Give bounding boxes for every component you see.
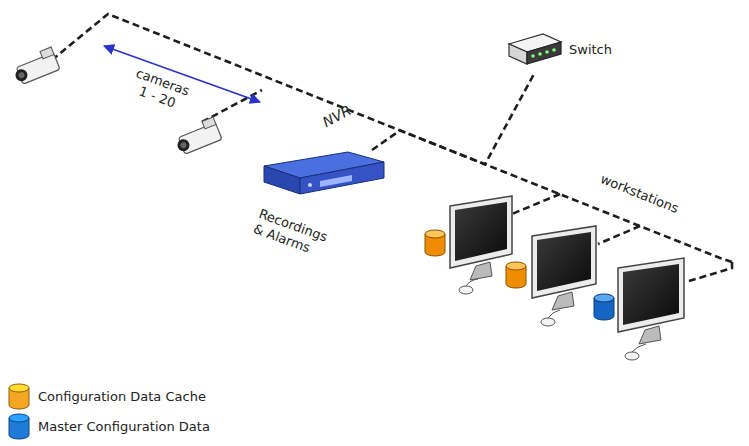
switch-shape bbox=[505, 30, 563, 74]
master-cylinder bbox=[594, 294, 614, 320]
camera-icon bbox=[172, 117, 222, 156]
network-bus bbox=[52, 14, 732, 262]
workstation-monitor bbox=[618, 258, 684, 360]
nvr-device: NVRRecordings & Alarms bbox=[262, 150, 386, 196]
cache-cylinder bbox=[425, 230, 445, 256]
legend-swatch bbox=[8, 383, 30, 411]
device-label: NVR bbox=[320, 102, 354, 131]
group-label: workstations bbox=[598, 171, 681, 217]
camera-icon bbox=[10, 47, 60, 86]
legend-swatch bbox=[8, 413, 30, 441]
camera-cable bbox=[202, 90, 262, 122]
network-switch: Switch bbox=[505, 30, 563, 74]
workstation-cable bbox=[598, 226, 640, 244]
legend-text: Master Configuration Data bbox=[38, 419, 210, 435]
device-label: Switch bbox=[569, 42, 612, 58]
network-cable bbox=[52, 14, 732, 282]
workstation-cable bbox=[512, 194, 560, 214]
network-link bbox=[372, 74, 534, 164]
camera-range-label: cameras 1 - 20 bbox=[125, 64, 196, 115]
legend-text: Configuration Data Cache bbox=[38, 389, 206, 405]
workstation-monitor bbox=[532, 226, 596, 326]
device-note: Recordings & Alarms bbox=[251, 206, 342, 265]
nvr-shape bbox=[262, 150, 386, 196]
cache-cylinder bbox=[506, 262, 526, 288]
workstation-monitor bbox=[450, 196, 512, 294]
workstation-cable bbox=[686, 262, 732, 282]
